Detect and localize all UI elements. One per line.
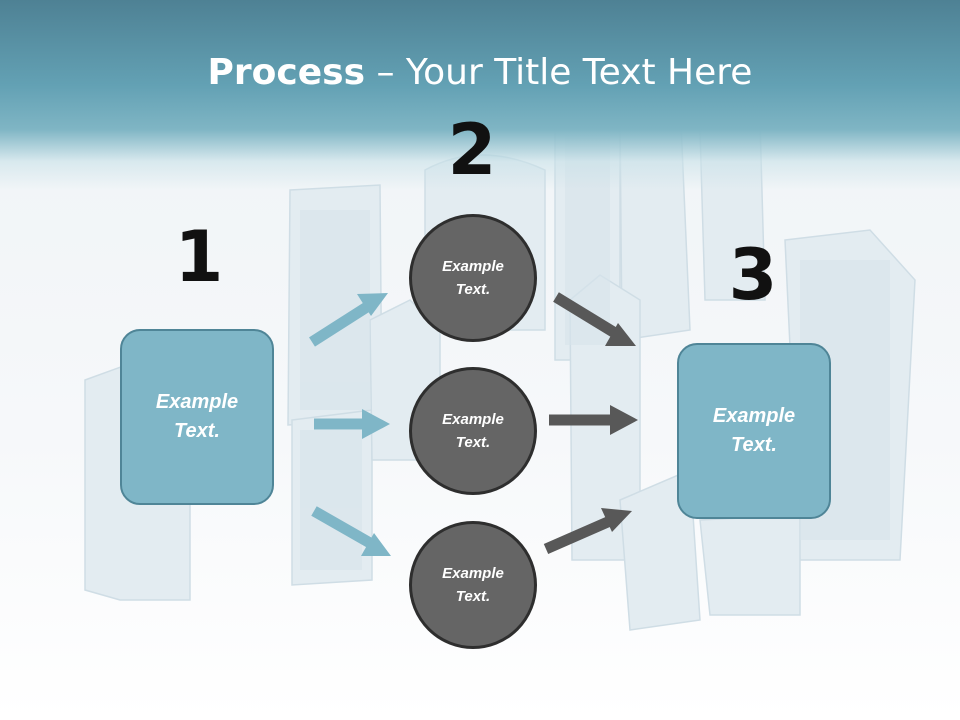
circle-2-text-line2: Text. xyxy=(455,434,491,451)
arrow-circle2-to-box3 xyxy=(549,405,638,435)
slide-title: Process – Your Title Text Here xyxy=(0,52,960,93)
circle-3-text-line2: Text. xyxy=(455,588,491,605)
title-bold-part: Process xyxy=(207,52,366,93)
arrow-box1-to-circle1 xyxy=(309,293,388,347)
step-2-circle-middle: Example Text. xyxy=(409,367,537,495)
step-3-text-line1: Example xyxy=(712,405,796,427)
circle-2-text-line1: Example xyxy=(442,411,504,428)
circle-1-text-line2: Text. xyxy=(455,281,491,298)
step-number-2: 2 xyxy=(447,109,497,191)
step-3-box: Example Text. xyxy=(677,343,831,519)
step-1-text-line2: Text. xyxy=(174,420,220,442)
circle-1-text-line1: Example xyxy=(442,258,504,275)
step-1-text-line1: Example xyxy=(155,391,239,413)
arrow-circle3-to-box3 xyxy=(543,508,632,555)
title-rest-part: – Your Title Text Here xyxy=(365,52,753,93)
step-number-3: 3 xyxy=(728,234,778,316)
circle-3-text-line1: Example xyxy=(442,565,504,582)
arrow-box1-to-circle2 xyxy=(314,409,390,439)
step-1-box: Example Text. xyxy=(120,329,274,505)
step-2-circle-top: Example Text. xyxy=(409,214,537,342)
arrow-box1-to-circle3 xyxy=(311,506,391,556)
title-banner xyxy=(0,0,960,190)
step-3-text-line2: Text. xyxy=(731,434,777,456)
step-number-1: 1 xyxy=(174,216,224,298)
arrow-circle1-to-box3 xyxy=(553,292,636,346)
step-2-circle-bottom: Example Text. xyxy=(409,521,537,649)
